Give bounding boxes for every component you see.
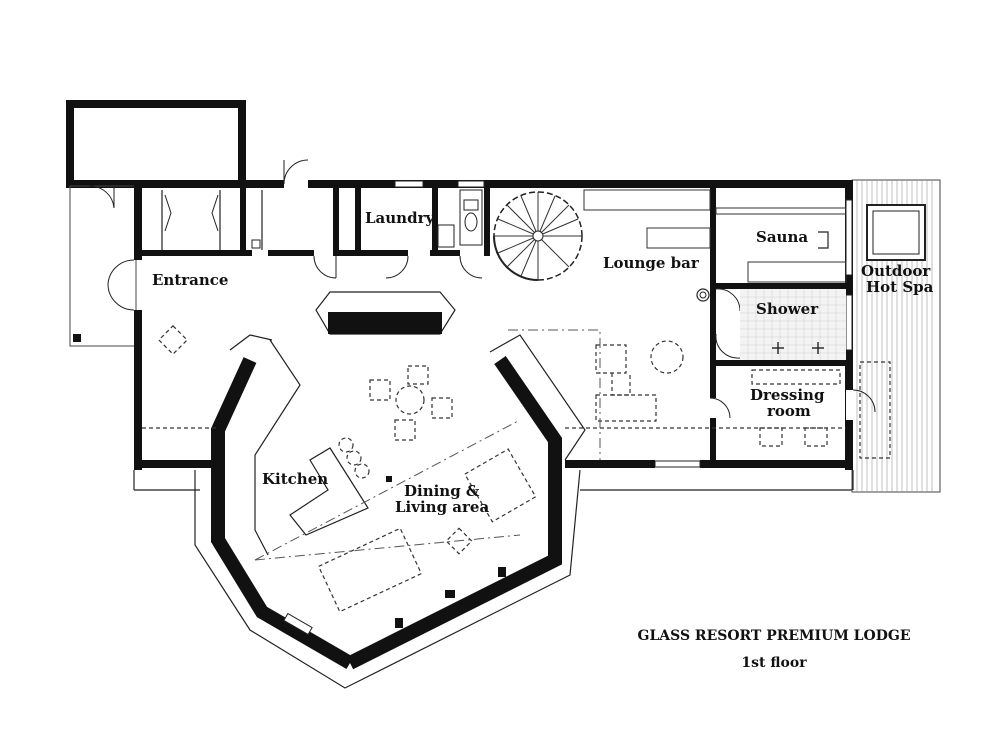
label-hot-spa: Hot Spa	[866, 278, 934, 296]
sight-lines	[142, 329, 846, 561]
label-living-area: Living area	[395, 498, 489, 516]
shower-area	[740, 289, 846, 360]
label-entrance: Entrance	[152, 271, 228, 289]
spiral-staircase	[493, 191, 583, 281]
title-line1: GLASS RESORT PREMIUM LODGE	[637, 628, 910, 644]
storage-box	[66, 100, 246, 188]
label-room: room	[767, 402, 811, 420]
label-lounge-bar: Lounge bar	[603, 254, 700, 272]
left-deck	[69, 185, 137, 347]
laundry-fixtures	[437, 189, 483, 248]
right-deck	[851, 179, 941, 493]
label-dining: Dining &	[404, 482, 480, 500]
label-kitchen: Kitchen	[262, 470, 328, 488]
entrance-furniture	[158, 325, 188, 355]
label-dressing: Dressing	[750, 386, 825, 404]
dining-table	[317, 365, 537, 613]
title-line2: 1st floor	[741, 655, 807, 671]
octagon-walls	[194, 334, 586, 689]
doors	[89, 159, 876, 419]
label-outdoor: Outdoor	[861, 262, 931, 280]
interior-walls	[142, 188, 854, 468]
closet-details	[161, 190, 263, 250]
lounge-furniture	[583, 189, 711, 422]
kitchen-island	[289, 437, 392, 536]
plan-title: GLASS RESORT PREMIUM LODGE 1st floor	[637, 628, 910, 671]
outer-outline	[133, 470, 854, 491]
label-sauna: Sauna	[756, 228, 808, 246]
room-labels: Entrance Laundry Lounge bar Sauna Outdoo…	[152, 209, 934, 516]
bar-counter	[315, 291, 456, 335]
label-laundry: Laundry	[365, 209, 435, 227]
label-shower: Shower	[756, 300, 819, 318]
sauna-fixtures	[715, 207, 847, 283]
windows	[394, 180, 853, 351]
